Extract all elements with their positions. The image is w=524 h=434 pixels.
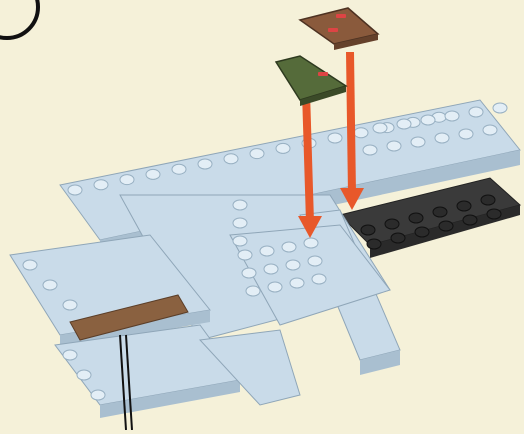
- stud: [367, 239, 381, 249]
- stud: [63, 300, 77, 310]
- stud: [469, 107, 483, 117]
- stud: [385, 219, 399, 229]
- stud: [481, 195, 495, 205]
- stud: [146, 169, 160, 179]
- stud: [487, 209, 501, 219]
- stud: [198, 159, 212, 169]
- stud: [459, 129, 473, 139]
- stud: [433, 207, 447, 217]
- stud: [290, 278, 304, 288]
- stud: [264, 264, 278, 274]
- stud: [250, 149, 264, 159]
- stud: [457, 201, 471, 211]
- stud: [409, 213, 423, 223]
- stud: [260, 246, 274, 256]
- stud: [233, 200, 247, 210]
- stud: [391, 233, 405, 243]
- stud: [224, 154, 238, 164]
- stud: [411, 137, 425, 147]
- stud: [304, 238, 318, 248]
- stud: [233, 218, 247, 228]
- stud: [286, 260, 300, 270]
- stud: [268, 282, 282, 292]
- stud: [308, 256, 322, 266]
- stud: [354, 128, 368, 138]
- stud: [233, 236, 247, 246]
- stud: [439, 221, 453, 231]
- stud: [282, 242, 296, 252]
- wedge-plate-dark-tan: [300, 8, 378, 50]
- stud: [435, 133, 449, 143]
- stud: [43, 280, 57, 290]
- stud: [63, 350, 77, 360]
- stud: [387, 141, 401, 151]
- stud: [363, 145, 377, 155]
- stud: [445, 111, 459, 121]
- stud: [463, 215, 477, 225]
- stud: [172, 164, 186, 174]
- stud: [276, 143, 290, 153]
- stud: [483, 125, 497, 135]
- stud: [238, 250, 252, 260]
- stud: [328, 133, 342, 143]
- stud: [23, 260, 37, 270]
- stud: [91, 390, 105, 400]
- stud: [397, 119, 411, 129]
- stud: [246, 286, 260, 296]
- stud: [68, 185, 82, 195]
- stud: [77, 370, 91, 380]
- stud: [242, 268, 256, 278]
- stud: [373, 123, 387, 133]
- stud: [421, 115, 435, 125]
- stud: [94, 180, 108, 190]
- stud: [312, 274, 326, 284]
- stud: [415, 227, 429, 237]
- stud: [120, 175, 134, 185]
- wedge-plate-olive-green: [276, 56, 346, 106]
- stud: [493, 103, 507, 113]
- stud: [361, 225, 375, 235]
